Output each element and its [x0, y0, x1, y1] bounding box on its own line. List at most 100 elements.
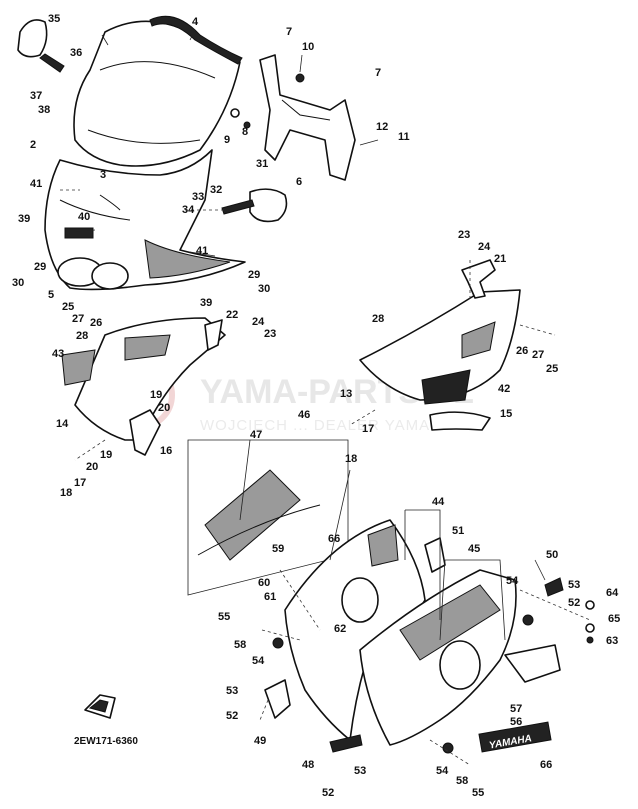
callout-58: 58 — [234, 639, 246, 651]
windscreen-top-trim — [149, 15, 243, 65]
panel-right-vent — [461, 321, 496, 359]
callout-58: 58 — [456, 775, 468, 787]
callout-43: 43 — [52, 348, 64, 360]
bracket-22 — [204, 319, 223, 351]
drawing-code: 2EW171-6360 — [74, 736, 138, 747]
lower-fairing-group: YAMAHA — [264, 519, 595, 754]
decal-47 — [204, 469, 301, 561]
callout-4: 4 — [192, 16, 199, 28]
assembly-lines — [60, 189, 591, 766]
decal-stripe — [197, 504, 321, 556]
front-direction-icon — [84, 694, 116, 719]
mirror-right-stem — [221, 199, 255, 215]
callout-44: 44 — [432, 496, 445, 508]
callout-28: 28 — [372, 313, 384, 325]
callout-25: 25 — [62, 301, 74, 313]
callout-18: 18 — [60, 487, 72, 499]
mirror-left — [17, 19, 48, 58]
callout-23: 23 — [458, 229, 470, 241]
callout-42: 42 — [498, 383, 510, 395]
callout-46: 46 — [298, 409, 310, 421]
collar-65 — [585, 623, 595, 633]
callout-34: 34 — [182, 204, 195, 216]
callout-41: 41 — [196, 245, 208, 257]
callout-53: 53 — [354, 765, 366, 777]
callout-55: 55 — [472, 787, 484, 799]
grommet-54a — [272, 637, 284, 649]
callout-26: 26 — [90, 317, 102, 329]
windscreen-edge-line-lower — [87, 129, 201, 144]
bracket-21 — [461, 259, 496, 299]
watermark-subtitle: WOJCIECH ... DEALER YAMAHA — [200, 417, 453, 434]
windscreen — [73, 20, 241, 167]
callout-63: 63 — [606, 635, 618, 647]
grommet-54c — [442, 742, 454, 754]
callout-30: 30 — [258, 283, 270, 295]
panel-left-vent — [124, 334, 171, 361]
cowl-panel-line — [59, 199, 131, 221]
clip-50 — [544, 577, 564, 597]
callout-24: 24 — [478, 241, 491, 253]
callout-53: 53 — [226, 685, 238, 697]
callout-50: 50 — [546, 549, 558, 561]
callout-23: 23 — [264, 328, 276, 340]
callout-19: 19 — [150, 389, 162, 401]
callout-27: 27 — [72, 313, 84, 325]
callout-9: 9 — [224, 134, 230, 146]
inner-panel-right — [359, 289, 521, 401]
cowl-left-hole — [341, 577, 379, 623]
callout-39: 39 — [18, 213, 30, 225]
emblem-42 — [421, 369, 471, 405]
callout-3: 3 — [100, 169, 106, 181]
callout-45: 45 — [468, 543, 480, 555]
cowl-emblem-40 — [64, 227, 94, 239]
callout-65: 65 — [608, 613, 620, 625]
bracket-49 — [264, 679, 291, 719]
callout-8: 8 — [242, 126, 248, 138]
callout-17: 17 — [74, 477, 86, 489]
callout-53: 53 — [568, 579, 580, 591]
callout-38: 38 — [38, 104, 50, 116]
callout-6: 6 — [296, 176, 302, 188]
callout-24: 24 — [252, 316, 265, 328]
callout-25: 25 — [546, 363, 558, 375]
cowl-vent — [99, 194, 121, 211]
callout-14: 14 — [56, 418, 69, 430]
callout-48: 48 — [302, 759, 314, 771]
callout-27: 27 — [532, 349, 544, 361]
callout-2: 2 — [30, 139, 36, 151]
callout-29: 29 — [34, 261, 46, 273]
callout-51: 51 — [452, 525, 464, 537]
yamaha-emblem — [478, 721, 552, 753]
upper-fairing-group — [17, 15, 356, 291]
callout-62: 62 — [334, 623, 346, 635]
mirror-right — [249, 188, 288, 223]
callout-7: 7 — [375, 67, 381, 79]
callout-64: 64 — [606, 587, 619, 599]
callout-40: 40 — [78, 211, 90, 223]
callout-36: 36 — [70, 47, 82, 59]
callout-35: 35 — [48, 13, 60, 25]
callout-66: 66 — [540, 759, 552, 771]
callout-56: 56 — [510, 716, 522, 728]
callout-29: 29 — [248, 269, 260, 281]
callout-31: 31 — [256, 158, 268, 170]
bracket-51 — [424, 537, 446, 573]
windscreen-edge-line — [99, 61, 216, 79]
callout-66: 66 — [328, 533, 340, 545]
callout-33: 33 — [192, 191, 204, 203]
inner-panel-right-group — [359, 259, 521, 431]
callout-19: 19 — [100, 449, 112, 461]
callout-60: 60 — [258, 577, 270, 589]
callout-16: 16 — [160, 445, 172, 457]
callout-21: 21 — [494, 253, 506, 265]
callout-41: 41 — [30, 178, 42, 190]
callout-20: 20 — [86, 461, 98, 473]
cover-lower-tip — [504, 644, 561, 683]
callout-28: 28 — [76, 330, 88, 342]
callout-52: 52 — [568, 597, 580, 609]
upper-cowl — [44, 149, 246, 291]
callout-47: 47 — [250, 429, 262, 441]
callout-54: 54 — [506, 575, 519, 587]
